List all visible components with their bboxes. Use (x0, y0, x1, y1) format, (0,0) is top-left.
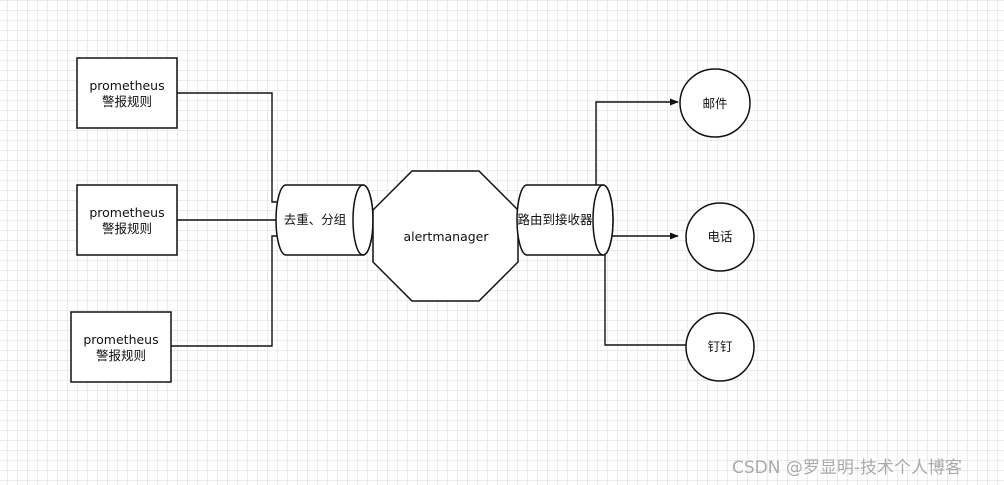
receiver-dingtalk: 钉钉 (685, 312, 755, 382)
receiver-phone-label: 电话 (707, 229, 732, 244)
source-3-line2: 警报规则 (96, 348, 146, 363)
source-3-line1: prometheus (83, 332, 158, 347)
source-1-line1: prometheus (89, 78, 164, 93)
router-label: 路由到接收器 (517, 212, 593, 227)
source-1-line2: 警报规则 (102, 94, 152, 109)
dedup-group-label: 去重、分组 (284, 212, 347, 227)
dedup-group-cylinder: 去重、分组 (275, 184, 374, 256)
receiver-email-label: 邮件 (702, 96, 727, 111)
source-box-3: prometheus 警报规则 (70, 311, 172, 383)
receiver-email: 邮件 (679, 68, 751, 138)
source-box-2: prometheus 警报规则 (76, 184, 178, 256)
router-cylinder: 路由到接收器 (516, 184, 614, 256)
connector-source-1 (177, 92, 281, 203)
connector-source-3 (171, 235, 281, 347)
receiver-dingtalk-label: 钉钉 (707, 339, 733, 354)
alertmanager-octagon: alertmanager (372, 170, 519, 302)
connector-receiver-3 (604, 252, 696, 349)
source-2-line1: prometheus (89, 205, 164, 220)
watermark-text: CSDN @罗显明-技术个人博客 (732, 458, 963, 478)
source-box-1: prometheus 警报规则 (76, 57, 178, 129)
source-2-line2: 警报规则 (102, 221, 152, 236)
receiver-phone: 电话 (685, 202, 755, 272)
connector-receiver-1 (595, 98, 679, 187)
alertmanager-label: alertmanager (403, 229, 489, 244)
